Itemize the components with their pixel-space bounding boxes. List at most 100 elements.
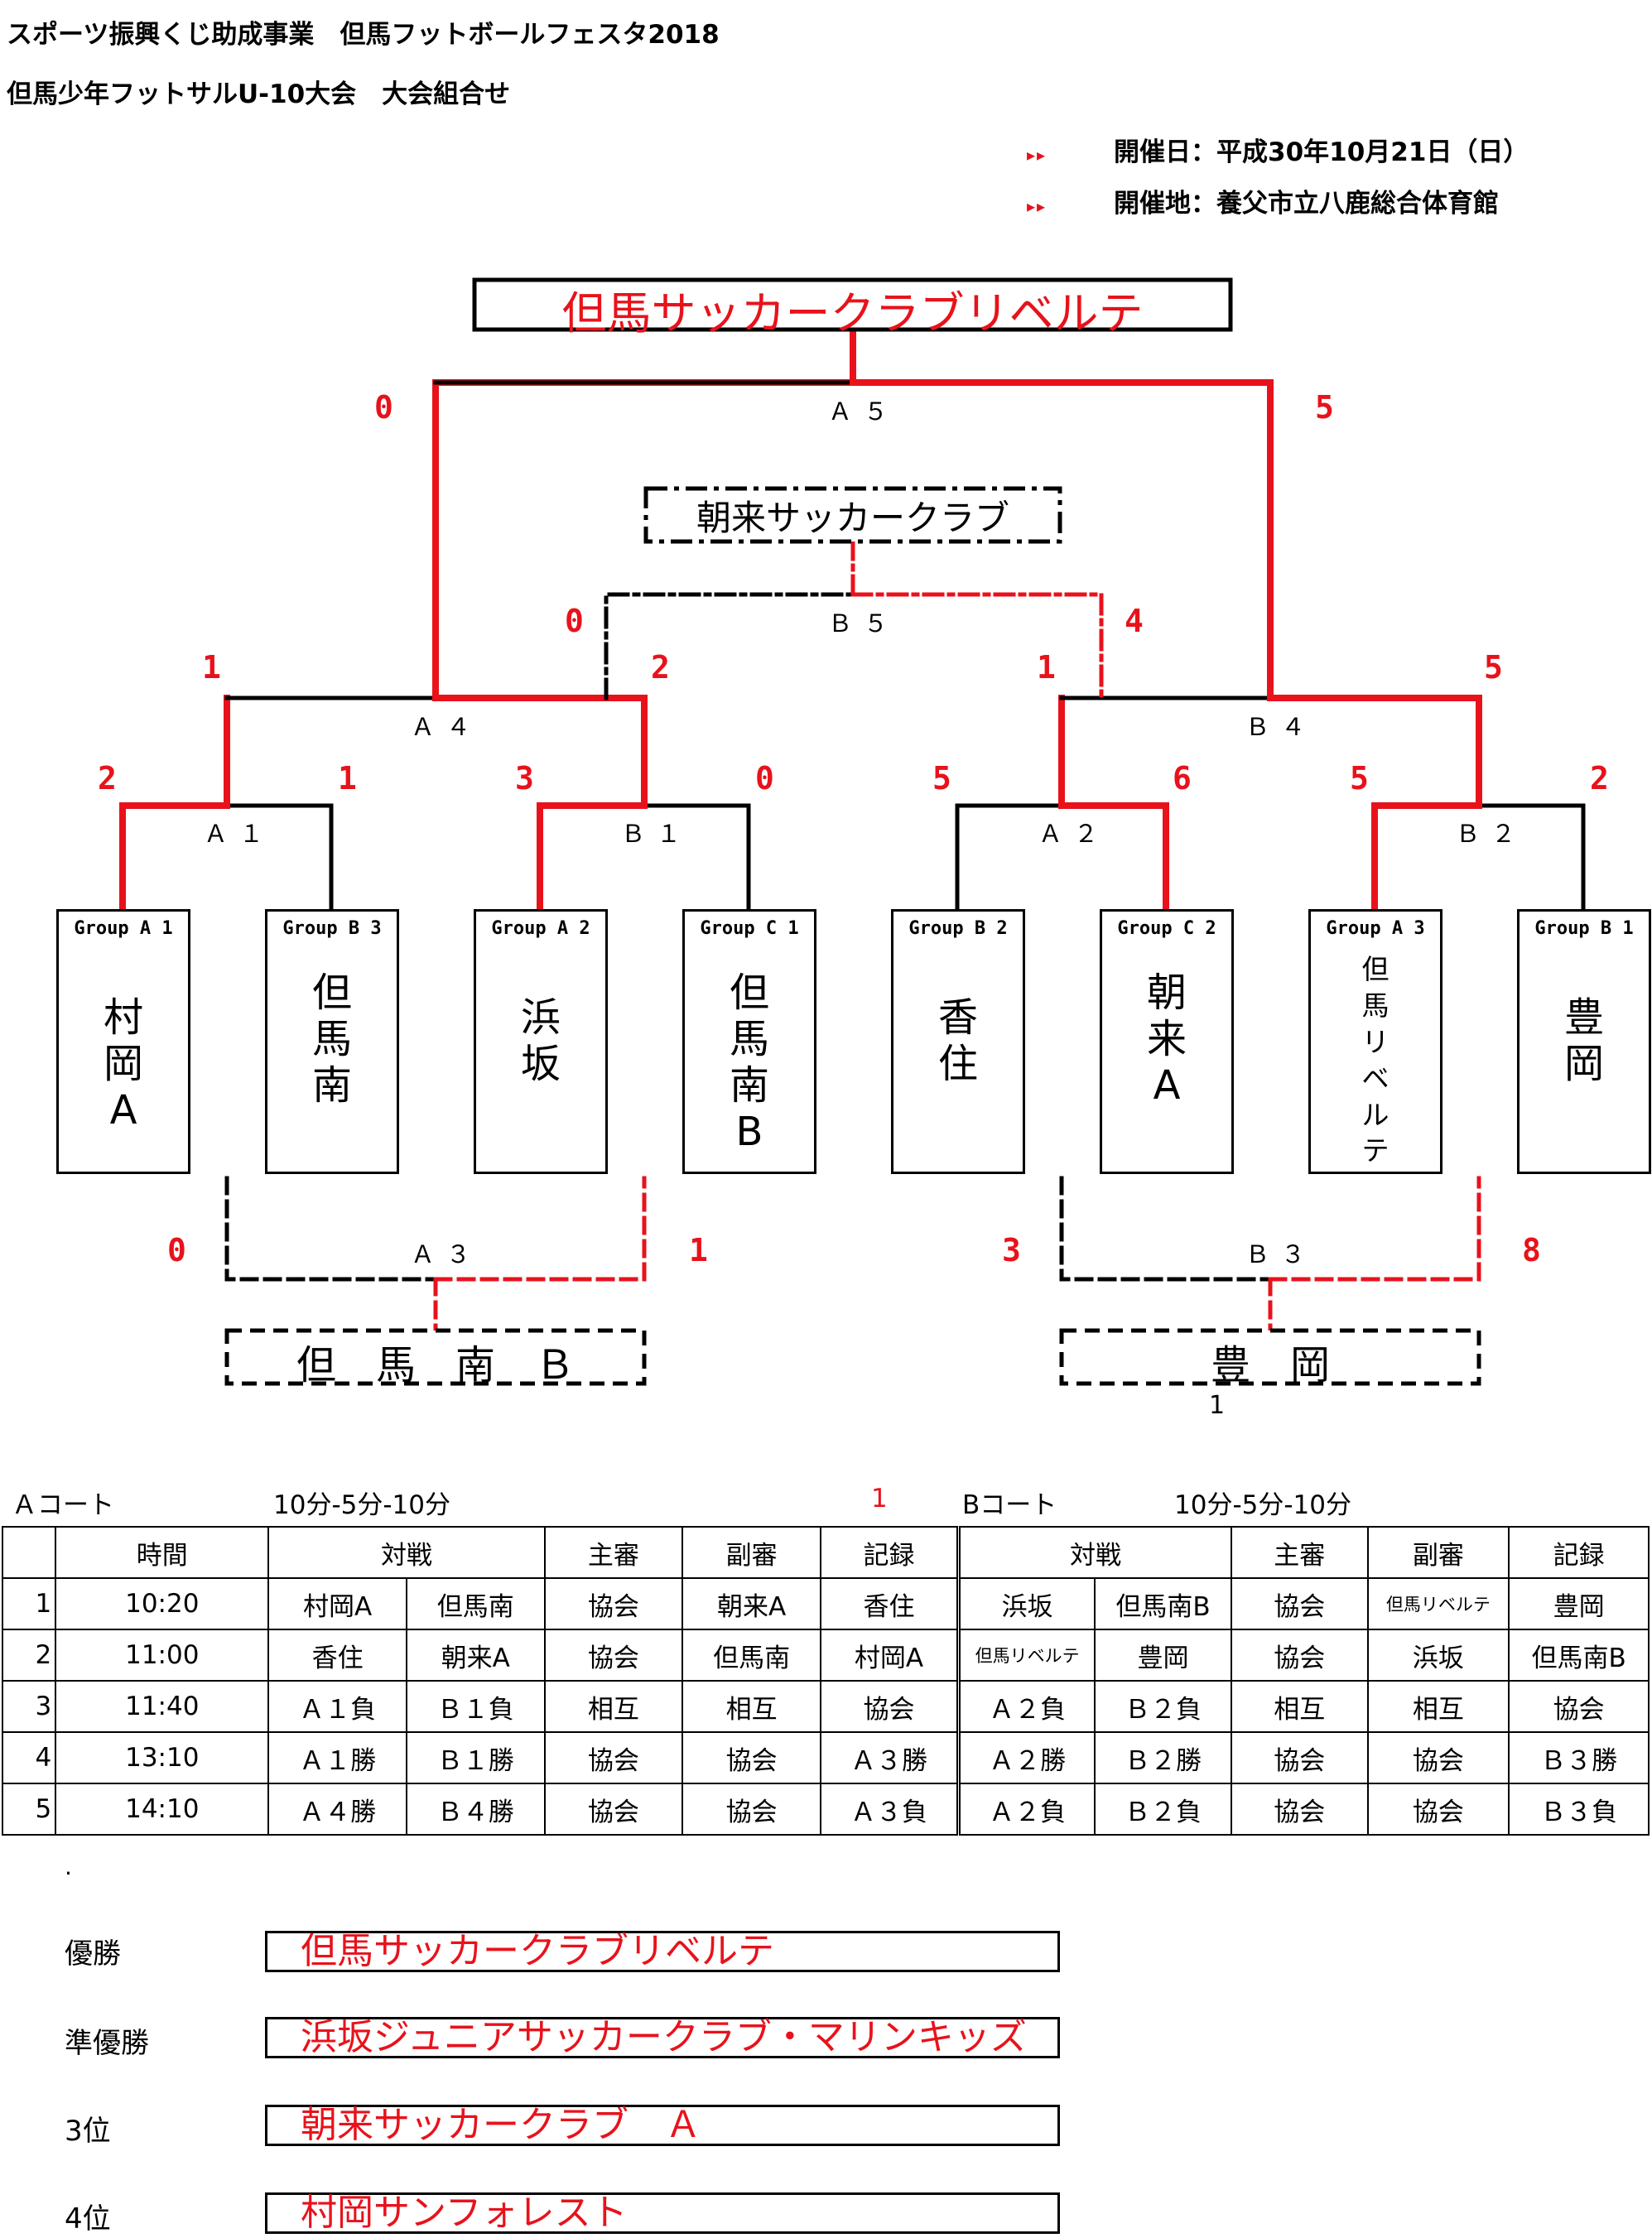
a-team-2: 但馬南 — [405, 1577, 546, 1630]
match-time: 11:00 — [55, 1629, 270, 1682]
venue-value: 養父市立八鹿総合体育館 — [1216, 189, 1499, 219]
a-record: Ａ３勝 — [819, 1731, 961, 1784]
bracket-line-b5-left — [604, 592, 855, 700]
a-record: 香住 — [819, 1577, 961, 1630]
bracket-line-a4-right — [432, 695, 648, 809]
table-row: 3 11:40 Ａ１負 Ｂ１負 相互 相互 協会 Ａ２負 Ｂ２負 相互 相互 協… — [1, 1680, 1650, 1733]
a-assistant: 但馬南 — [682, 1629, 821, 1682]
header-cell: 副審 — [682, 1526, 821, 1579]
tournament-subtitle: 但馬少年フットサルU-10大会 大会組合せ — [7, 79, 511, 109]
bracket-line-a2-right — [1058, 802, 1169, 912]
score-b2-right: 2 — [1590, 760, 1609, 797]
consolation-a-box: 但 馬 南 Ｂ — [296, 1342, 575, 1389]
score-b4-right: 5 — [1484, 649, 1503, 686]
a-assistant: 相互 — [682, 1680, 821, 1733]
b-referee: 協会 — [1230, 1731, 1369, 1784]
team-group: Group A 3 — [1326, 918, 1425, 939]
match-label-b3: Ｂ３ — [1245, 1240, 1317, 1268]
match-label-a3: Ａ３ — [411, 1240, 483, 1268]
b-court-label: Bコート — [962, 1490, 1057, 1520]
bracket-line-a2-left — [955, 803, 1064, 912]
venue-row: ▸▸ 開催地：養父市立八鹿総合体育館 — [1027, 182, 1499, 219]
score-a4-right: 2 — [651, 649, 670, 686]
arrow-icon: ▸▸ — [1027, 196, 1048, 216]
a-record: 協会 — [819, 1680, 961, 1733]
b-team-2: Ｂ２負 — [1094, 1783, 1232, 1836]
date-value: 平成30年10月21日（日） — [1216, 137, 1529, 167]
score-a3-left: 0 — [167, 1232, 186, 1268]
third-place-box-frame — [643, 486, 1062, 544]
header-cell: 主審 — [1230, 1526, 1369, 1579]
rank-team-1: 但馬サッカークラブリベルテ — [265, 1931, 1060, 1972]
match-label-a2: Ａ２ — [1038, 820, 1110, 848]
b-assistant: 但馬リベルテ — [1366, 1577, 1510, 1630]
a-referee: 協会 — [543, 1731, 684, 1784]
bracket-line-a5-right — [850, 379, 1274, 701]
b-team-2: 豊岡 — [1094, 1629, 1232, 1682]
score-a1-left: 2 — [98, 760, 117, 797]
team-box: Group B 1 豊 岡 — [1517, 909, 1651, 1174]
score-a5-right: 5 — [1315, 389, 1334, 426]
bracket-line-b2-left — [1371, 802, 1482, 912]
a-court-label: Ａコート — [12, 1490, 114, 1520]
venue-label: 開催地： — [1114, 189, 1216, 219]
bracket-line-a1-left — [119, 802, 230, 912]
arrow-icon: ▸▸ — [1027, 145, 1048, 165]
third-place-box: 朝来サッカークラブ — [696, 498, 1009, 538]
consolation-b-box-frame — [1059, 1328, 1481, 1386]
rank-team-2: 浜坂ジュニアサッカークラブ・マリンキッズ — [265, 2017, 1060, 2058]
a-team-1: Ａ４勝 — [267, 1783, 407, 1836]
rank-label-1: 優勝 — [65, 1937, 121, 1971]
table-header-row: 時間 対戦 主審 副審 記録 対戦 主審 副審 記録 — [1, 1526, 1650, 1579]
date-label: 開催日： — [1114, 137, 1216, 167]
team-box: Group A 1 村 岡 A — [56, 909, 190, 1174]
a-assistant: 協会 — [682, 1731, 821, 1784]
rank-label-4: 4位 — [65, 2202, 111, 2236]
header-cell: 対戦 — [957, 1526, 1232, 1579]
match-label-b4: Ｂ４ — [1245, 713, 1317, 741]
team-group: Group B 2 — [908, 918, 1008, 939]
a-referee: 協会 — [543, 1577, 684, 1630]
team-group: Group C 1 — [700, 918, 799, 939]
match-label-b1: Ｂ１ — [621, 820, 693, 848]
header-cell: 記録 — [1508, 1526, 1650, 1579]
bracket-line-a3-left — [224, 1176, 438, 1282]
a-record: Ａ３負 — [819, 1783, 961, 1836]
bracket-lines — [119, 277, 1586, 1386]
match-label-a1: Ａ１ — [204, 820, 276, 848]
bracket-line-a1-right — [224, 803, 334, 912]
match-label-a4: Ａ４ — [411, 713, 483, 741]
b-record: Ｂ３勝 — [1508, 1731, 1650, 1784]
row-number: 2 — [1, 1629, 57, 1682]
match-label-b2: Ｂ２ — [1456, 820, 1528, 848]
header-cell: 主審 — [543, 1526, 684, 1579]
tournament-title: スポーツ振興くじ助成事業 但馬フットボールフェスタ2018 — [7, 20, 720, 50]
b-record: 協会 — [1508, 1680, 1650, 1733]
b-referee: 協会 — [1230, 1783, 1369, 1836]
score-b3-right: 8 — [1522, 1232, 1541, 1268]
team-box: Group A 2 浜 坂 — [474, 909, 608, 1174]
score-a4-left: 1 — [202, 649, 221, 686]
consolation-b-note: 1 — [1209, 1391, 1226, 1420]
team-name: 但 馬 南 B — [729, 970, 769, 1156]
a-referee: 相互 — [543, 1680, 684, 1733]
team-name: 豊 岡 — [1563, 994, 1604, 1088]
match-time: 14:10 — [55, 1783, 270, 1836]
a-assistant: 協会 — [682, 1783, 821, 1836]
b-record: 但馬南B — [1508, 1629, 1650, 1682]
match-time: 10:20 — [55, 1577, 270, 1630]
table-row: 5 14:10 Ａ４勝 Ｂ４勝 協会 協会 Ａ３負 Ａ２負 Ｂ２負 協会 協会 … — [1, 1783, 1650, 1836]
match-time: 13:10 — [55, 1731, 270, 1784]
score-b5-right: 4 — [1125, 603, 1144, 639]
score-b4-left: 1 — [1037, 649, 1056, 686]
b-referee: 相互 — [1230, 1680, 1369, 1733]
table-row: 2 11:00 香住 朝来A 協会 但馬南 村岡A 但馬リベルテ 豊岡 協会 浜… — [1, 1629, 1650, 1682]
team-group: Group A 2 — [491, 918, 590, 939]
team-box: Group A 3 但 馬 リ ベ ル テ — [1308, 909, 1442, 1174]
rank-label-3: 3位 — [65, 2115, 111, 2148]
a-court-format: 10分-5分-10分 — [273, 1490, 450, 1520]
date-row: ▸▸ 開催日：平成30年10月21日（日） — [1027, 131, 1529, 168]
bracket-line-b2-right — [1476, 803, 1586, 912]
b-assistant: 相互 — [1366, 1680, 1510, 1733]
team-name: 村 岡 A — [103, 994, 143, 1134]
